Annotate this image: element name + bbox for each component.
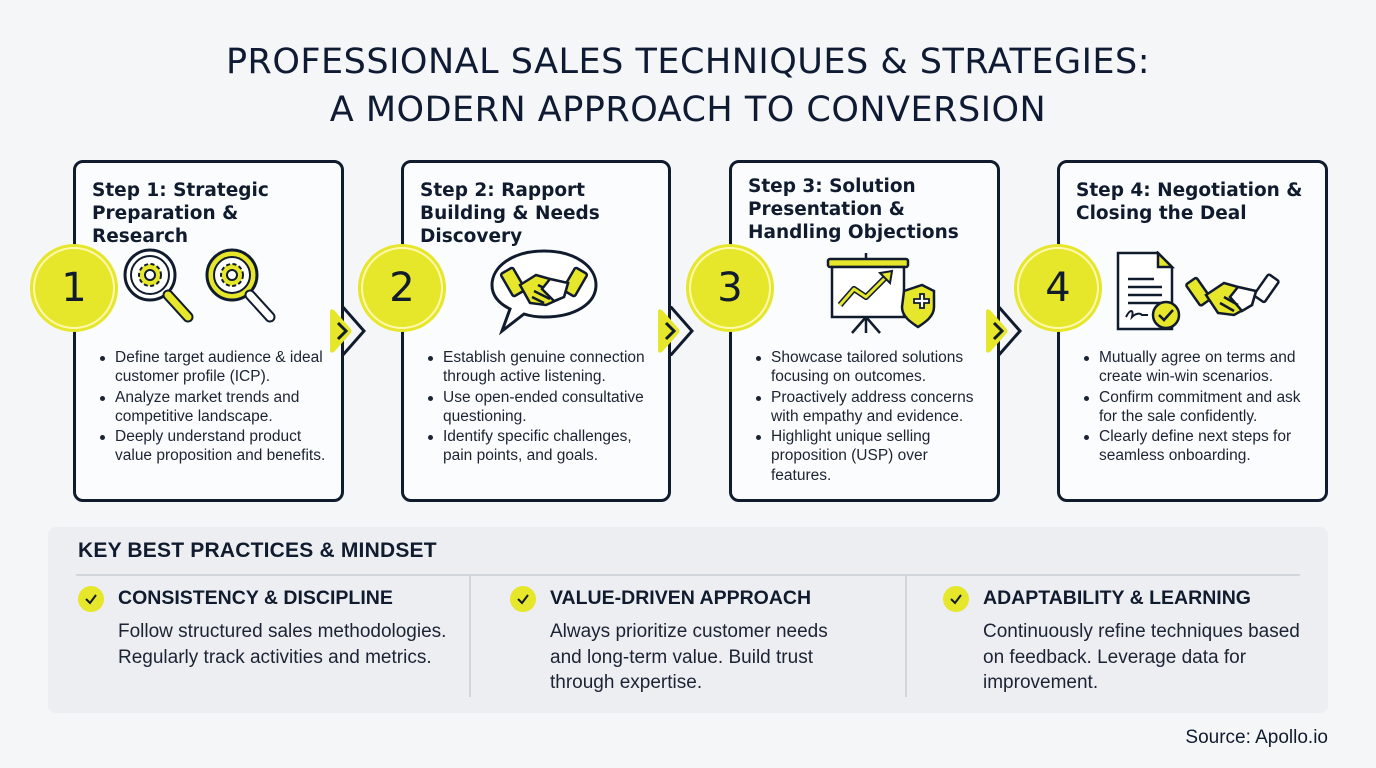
source-credit: Source: Apollo.io (1185, 727, 1328, 748)
check-icon (510, 586, 536, 612)
practices-title: KEY BEST PRACTICES & MINDSET (78, 539, 437, 562)
step-number-4: 4 (1017, 247, 1099, 329)
magnifier-gear-icon (123, 248, 276, 323)
page-title: PROFESSIONAL SALES TECHNIQUES & STRATEGI… (0, 38, 1376, 134)
step-card-1: Step 1: Strategic Preparation & Research… (73, 160, 344, 502)
step-title: Step 4: Negotiation & Closing the Deal (1076, 180, 1303, 224)
step-bullets: Mutually agree on terms and create win-w… (1082, 348, 1317, 467)
step-card-2: Step 2: Rapport Building & Needs Discove… (401, 160, 671, 502)
practice-description: Always prioritize customer needs and lon… (550, 621, 828, 693)
bullet: Use open-ended consultative questioning. (426, 388, 660, 427)
step-card-4: Step 4: Negotiation & Closing the Deal M… (1057, 160, 1328, 502)
bullet: Confirm commitment and ask for the sale … (1082, 388, 1317, 427)
practice-heading: CONSISTENCY & DISCIPLINE (118, 587, 393, 609)
step-number-1: 1 (33, 247, 115, 329)
practice-heading: ADAPTABILITY & LEARNING (983, 587, 1251, 609)
bullet: Showcase tailored solutions focusing on … (754, 348, 989, 387)
check-icon (78, 586, 104, 612)
practice-heading: VALUE-DRIVEN APPROACH (550, 587, 812, 609)
speech-bubble-handshake-icon (490, 249, 598, 336)
title-line-2: A MODERN APPROACH TO CONVERSION (329, 90, 1047, 130)
step-number-2: 2 (361, 247, 443, 329)
step-number-3: 3 (689, 247, 771, 329)
chevron-right-icon (330, 306, 366, 356)
divider (76, 574, 1300, 576)
handshake-icon (1185, 273, 1280, 317)
practice-description: Continuously refine techniques based on … (983, 621, 1300, 693)
step-title: Step 1: Strategic Preparation & Research (92, 180, 269, 247)
shield-plus-icon (900, 283, 936, 329)
bullet: Analyze market trends and competitive la… (98, 388, 333, 427)
step-card-3: Step 3: Solution Presentation & Handling… (729, 160, 1000, 502)
bullet: Proactively address concerns with empath… (754, 388, 989, 427)
bullet: Clearly define next steps for seamless o… (1082, 427, 1317, 466)
presentation-chart-icon (826, 253, 936, 334)
step-bullets: Showcase tailored solutions focusing on … (754, 348, 989, 486)
divider (469, 576, 471, 697)
chevron-right-icon (658, 306, 694, 356)
bullet: Mutually agree on terms and create win-w… (1082, 348, 1317, 387)
check-icon (943, 586, 969, 612)
best-practices-panel: KEY BEST PRACTICES & MINDSET CONSISTENCY… (48, 527, 1328, 713)
step-bullets: Establish genuine connection through act… (426, 348, 660, 467)
bullet: Deeply understand product value proposit… (98, 427, 333, 466)
signed-contract-icon (1116, 249, 1280, 331)
divider (905, 576, 907, 697)
step-bullets: Define target audience & ideal customer … (98, 348, 333, 467)
practice-description: Follow structured sales methodologies. R… (118, 621, 447, 668)
bullet: Establish genuine connection through act… (426, 348, 660, 387)
bullet: Highlight unique selling proposition (US… (754, 427, 989, 485)
step-title: Step 3: Solution Presentation & Handling… (748, 176, 959, 243)
chevron-right-icon (986, 306, 1022, 356)
bullet: Identify specific challenges, pain point… (426, 427, 660, 466)
bullet: Define target audience & ideal customer … (98, 348, 333, 387)
step-title: Step 2: Rapport Building & Needs Discove… (420, 180, 600, 247)
title-line-1: PROFESSIONAL SALES TECHNIQUES & STRATEGI… (225, 42, 1151, 82)
